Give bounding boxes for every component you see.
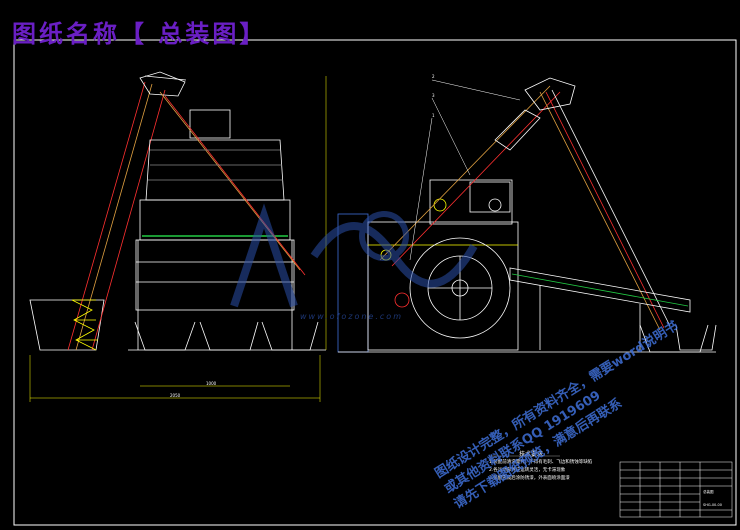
left-upper-housing [145, 139, 285, 201]
left-elevator-rail-c [75, 83, 153, 351]
left-elevator-rail-a [67, 81, 146, 351]
left-elevator-head [139, 71, 186, 97]
right-chute-green [511, 273, 689, 307]
callout-3-leader [431, 97, 471, 176]
left-base-hopper-3 [199, 321, 259, 351]
right-drive-box [469, 181, 511, 213]
right-conveyor-right-c [545, 91, 665, 329]
watermark-logo-text: www.ofozone.com [300, 312, 403, 321]
right-lower-chute [509, 267, 691, 313]
callout-label-3: 3 [432, 93, 435, 98]
title-block-grid [619, 461, 733, 518]
title-block-name: 总装图 [703, 490, 714, 494]
right-elevator-head [524, 77, 576, 111]
left-diagonal-belt-2 [164, 95, 306, 276]
technical-requirements-heading: 技术要求 [519, 451, 544, 458]
technical-requirement-line: 1.装配前清洗零件，不得有毛刺、飞边和锈蚀等缺陷 [489, 460, 593, 465]
left-base-hopper-2 [134, 321, 196, 351]
technical-requirement-line: 2.各运动部件应运转灵活，无卡滞现象 [489, 468, 566, 473]
technical-requirement-line: 3.装配完成后涂防锈漆，外表面喷涂面漆 [489, 476, 570, 481]
watermark-logo [230, 203, 478, 308]
sheet-border [13, 39, 737, 526]
callout-1-leader [409, 117, 433, 261]
left-elevator-truss [71, 299, 98, 351]
left-feed-hopper [189, 109, 231, 139]
title-block-drawing-no: SHG-00-00 [703, 503, 722, 507]
dim-overall-width: 2050 [170, 393, 181, 398]
right-conveyor-left-b [391, 91, 561, 267]
left-base-hopper-1 [29, 299, 105, 351]
left-elevation-view [29, 71, 327, 402]
right-top-box [429, 179, 513, 225]
callout-label-1: 1 [432, 113, 435, 118]
left-elevator-top-rail [144, 75, 187, 81]
right-drum-outer [409, 237, 511, 339]
callout-label-2: 2 [432, 74, 435, 79]
right-pulley-1 [394, 292, 410, 308]
left-base-hopper-4 [261, 321, 319, 351]
right-conveyor-right-b [551, 89, 671, 327]
right-base-hopper-2 [675, 324, 717, 351]
right-elevation-view [337, 77, 717, 353]
right-elevator-housing [494, 109, 541, 151]
dim-inner-width: 1000 [206, 381, 217, 386]
callout-2-leader [431, 79, 521, 101]
right-main-frame [367, 221, 519, 351]
drawing-title: 图纸名称【 总装图】 [12, 20, 267, 48]
right-pulley-4 [488, 198, 502, 212]
left-diagonal-belt [159, 91, 301, 271]
left-elevator-rail-b [91, 89, 166, 351]
right-conveyor-right-a [539, 91, 661, 331]
left-lower-frame [135, 239, 295, 311]
